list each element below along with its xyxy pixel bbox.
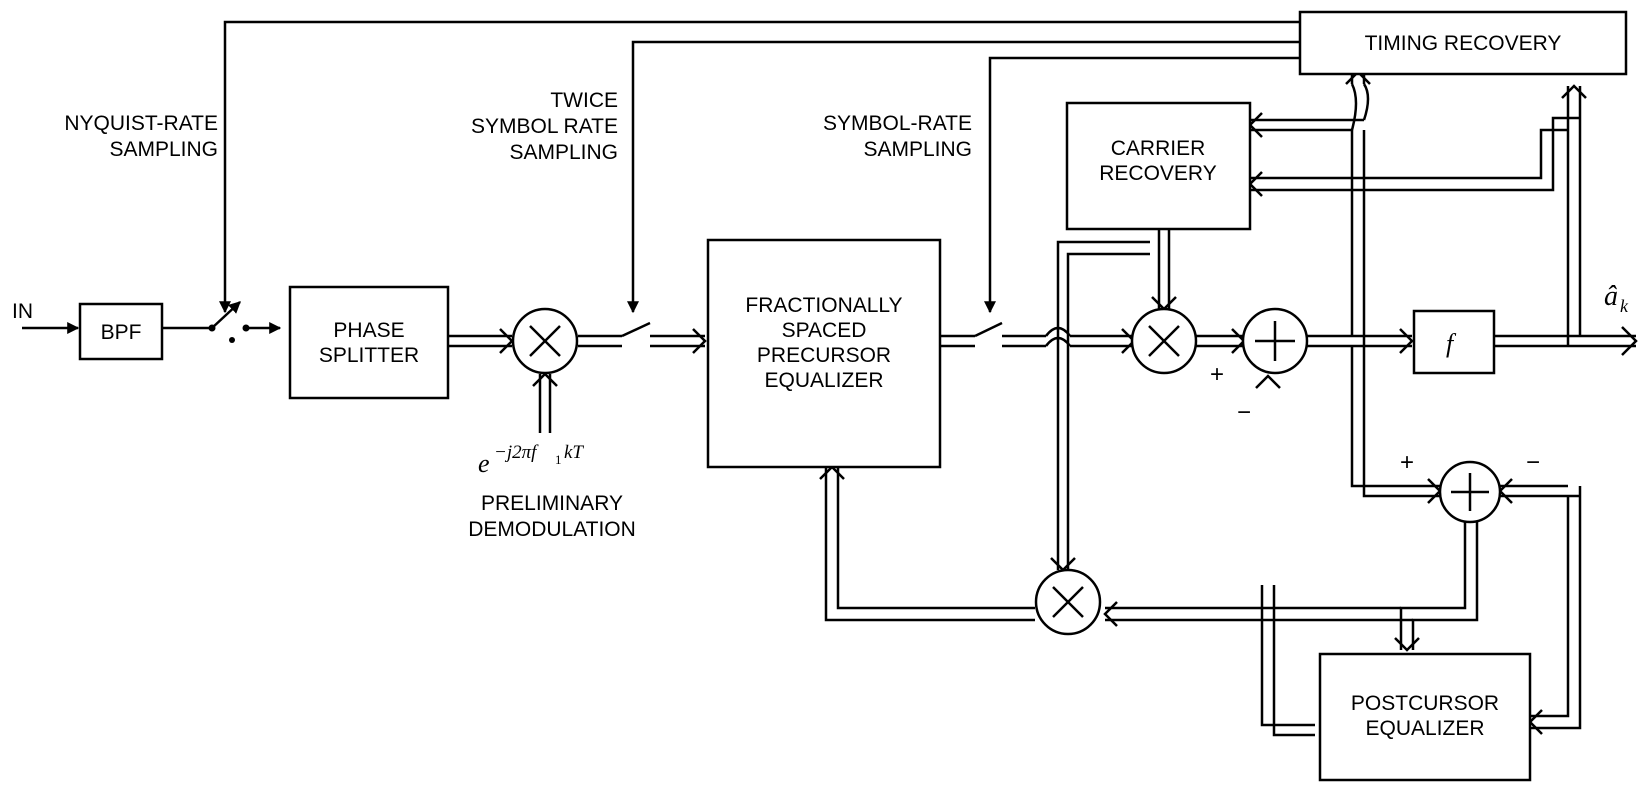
preliminary-label-2: DEMODULATION	[468, 518, 636, 541]
fse-label-3: PRECURSOR	[757, 344, 891, 367]
carrier-recovery-label-2: RECOVERY	[1099, 162, 1216, 185]
phase-splitter-block: PHASE SPLITTER	[288, 285, 450, 400]
fse-label-4: EQUALIZER	[764, 369, 883, 392]
demod-expression: e −j2πf 1 kT	[478, 442, 584, 478]
demod-tail: kT	[564, 442, 584, 463]
output-symbol: â k	[1604, 281, 1629, 316]
preliminary-label-1: PRELIMINARY	[481, 492, 623, 515]
complex-signal-paths	[448, 70, 1638, 737]
sum1-minus-sign: −	[1237, 399, 1251, 426]
phase-splitter-label-1: PHASE	[333, 319, 404, 342]
sum1-plus-sign: +	[1210, 361, 1224, 388]
postcursor-label-1: POSTCURSOR	[1351, 692, 1499, 715]
fractional-equalizer-block: FRACTIONALLY SPACED PRECURSOR EQUALIZER	[706, 238, 942, 469]
carrier-recovery-block: CARRIER RECOVERY	[1065, 101, 1252, 231]
demod-subscript: 1	[555, 452, 562, 467]
input-label: IN	[12, 300, 33, 323]
error-multiplier	[1034, 568, 1102, 636]
postcursor-label-2: EQUALIZER	[1365, 717, 1484, 740]
fse-label-2: SPACED	[782, 319, 867, 342]
slicer-symbol: f	[1446, 329, 1457, 358]
twice-sampling-label-3: SAMPLING	[509, 141, 618, 164]
nyquist-label-2: SAMPLING	[109, 138, 218, 161]
bpf-label: BPF	[101, 321, 142, 344]
fse-label-1: FRACTIONALLY	[745, 294, 902, 317]
carrier-multiplier	[1130, 307, 1198, 375]
symbol-sampling-label-2: SAMPLING	[863, 138, 972, 161]
timing-recovery-label: TIMING RECOVERY	[1365, 32, 1562, 55]
slicer-block: f	[1412, 309, 1496, 375]
sum2-minus-sign: −	[1526, 449, 1540, 476]
sum2-plus-sign: +	[1400, 449, 1414, 476]
timing-recovery-block: TIMING RECOVERY	[1298, 10, 1628, 76]
demod-multiplier	[511, 307, 579, 375]
twice-sampling-label-1: TWICE	[550, 89, 618, 112]
phase-splitter-label-2: SPLITTER	[319, 344, 419, 367]
sampling-control-lines	[219, 20, 1300, 314]
carrier-recovery-label-1: CARRIER	[1111, 137, 1206, 160]
symbol-sampling-label-1: SYMBOL-RATE	[823, 112, 972, 135]
demod-exponent: −j2πf	[494, 442, 539, 463]
error-adder	[1438, 460, 1502, 524]
input-path	[22, 301, 282, 343]
postcursor-equalizer-block: POSTCURSOR EQUALIZER	[1318, 652, 1532, 782]
output-subscript-k: k	[1620, 296, 1629, 316]
twice-sampling-label-2: SYMBOL RATE	[471, 115, 618, 138]
output-a-hat: â	[1604, 281, 1618, 312]
nyquist-label-1: NYQUIST-RATE	[64, 112, 218, 135]
demod-base: e	[478, 449, 490, 478]
bpf-block: BPF	[78, 302, 164, 361]
main-adder	[1241, 307, 1309, 375]
